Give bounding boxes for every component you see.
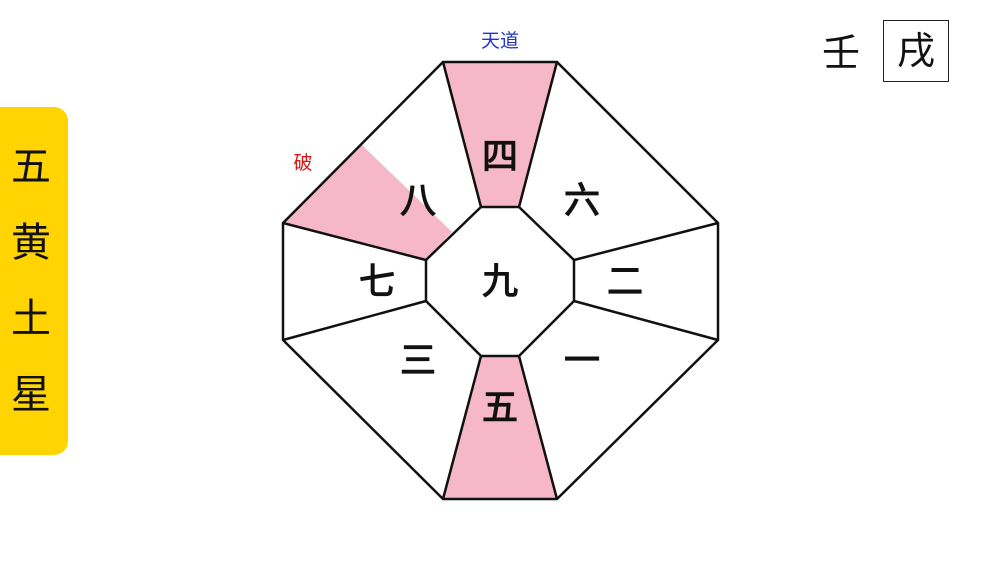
tendo-label: 天道 — [481, 30, 519, 52]
number-northwest: 三 — [400, 341, 436, 382]
sector-southwest-highlight — [283, 145, 452, 260]
number-west: 七 — [359, 262, 395, 303]
star-name-char-4: 星 — [11, 372, 51, 418]
sector-dividers — [282, 61, 719, 500]
number-southwest: 八 — [400, 181, 437, 222]
star-name-char-2: 黄 — [11, 220, 51, 266]
star-name-char-3: 土 — [11, 296, 51, 342]
number-center: 九 — [482, 262, 518, 303]
number-south: 四 — [482, 137, 518, 178]
number-north: 五 — [482, 388, 518, 429]
star-name-tab: 五 黄 土 星 — [0, 107, 68, 455]
earthly-branch-box: 戌 — [883, 20, 949, 82]
number-southeast: 六 — [564, 181, 600, 222]
ha-label: 破 — [293, 152, 312, 174]
star-name-char-1: 五 — [11, 144, 51, 190]
heavenly-stem: 壬 — [821, 31, 860, 75]
sector-south-highlight — [443, 62, 557, 207]
number-northeast: 一 — [564, 341, 600, 382]
number-east: 二 — [607, 262, 643, 303]
earthly-branch: 戌 — [896, 29, 935, 73]
